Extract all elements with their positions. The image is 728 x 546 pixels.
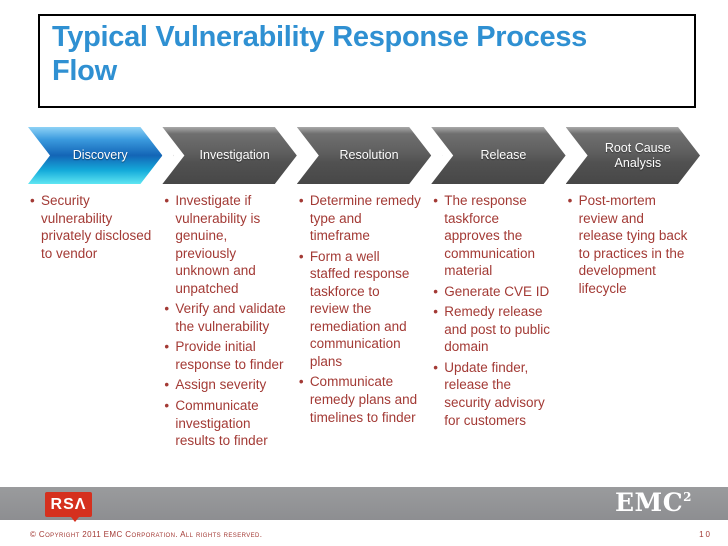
bullet-item: Investigate if vulnerability is genuine,… bbox=[164, 192, 287, 297]
bullet-item: Verify and validate the vulnerability bbox=[164, 300, 287, 335]
bullet-item: Generate CVE ID bbox=[433, 283, 556, 301]
bullet-list: Investigate if vulnerability is genuine,… bbox=[164, 192, 287, 450]
chevron-arrow-shape: Resolution bbox=[297, 127, 431, 184]
page-number: 10 bbox=[699, 530, 712, 539]
bullet-list: Determine remedy type and timeframeForm … bbox=[299, 192, 422, 426]
footer-bar: RSΛ EMC2 bbox=[0, 487, 728, 522]
bullet-item: Communicate remedy plans and timelines t… bbox=[299, 373, 422, 426]
bullet-item: Provide initial response to finder bbox=[164, 338, 287, 373]
bullets-root-cause-analysis: Post-mortem review and release tying bac… bbox=[566, 192, 700, 453]
stage-investigation: Investigation bbox=[151, 127, 296, 184]
stage-resolution: Resolution bbox=[285, 127, 431, 184]
chevron-arrow-shape: Discovery bbox=[28, 127, 162, 184]
rsa-logo-text: RSΛ bbox=[50, 495, 87, 513]
stage-release: Release bbox=[420, 127, 565, 184]
chevron-arrow-shape: Root Cause Analysis bbox=[566, 127, 700, 184]
bullet-item: Communicate investigation results to fin… bbox=[164, 397, 287, 450]
bullets-release: The response taskforce approves the comm… bbox=[431, 192, 565, 453]
process-flow: Discovery Investigation Resolution Relea… bbox=[17, 127, 700, 184]
stage-label: Release bbox=[480, 148, 527, 163]
stage-label: Root Cause Analysis bbox=[604, 141, 671, 170]
bullet-list: Security vulnerability privately disclos… bbox=[30, 192, 153, 262]
stage-label: Investigation bbox=[199, 148, 270, 163]
copyright-text: © Copyright 2011 EMC Corporation. All ri… bbox=[30, 530, 263, 539]
bullet-item: Form a well staffed response taskforce t… bbox=[299, 248, 422, 371]
bullets-investigation: Investigate if vulnerability is genuine,… bbox=[162, 192, 296, 453]
bullet-list: Post-mortem review and release tying bac… bbox=[568, 192, 691, 297]
bullet-item: Remedy release and post to public domain bbox=[433, 303, 556, 356]
emc-logo: EMC2 bbox=[615, 488, 692, 517]
stage-bullet-columns: Security vulnerability privately disclos… bbox=[28, 192, 700, 453]
page-title: Typical Vulnerability Response Process F… bbox=[52, 21, 587, 88]
bullet-item: Security vulnerability privately disclos… bbox=[30, 192, 153, 262]
stage-label: Discovery bbox=[72, 148, 128, 163]
bullet-list: The response taskforce approves the comm… bbox=[433, 192, 556, 429]
chevron-arrow-shape: Release bbox=[431, 127, 565, 184]
stage-root-cause-analysis: Root Cause Analysis bbox=[554, 127, 700, 184]
bullet-item: Assign severity bbox=[164, 376, 287, 394]
bullet-item: The response taskforce approves the comm… bbox=[433, 192, 556, 280]
emc-logo-text: EMC bbox=[615, 488, 684, 517]
emc-logo-superscript: 2 bbox=[683, 490, 692, 504]
bullet-item: Post-mortem review and release tying bac… bbox=[568, 192, 691, 297]
stage-label: Resolution bbox=[339, 148, 399, 163]
chevron-arrow-shape: Investigation bbox=[162, 127, 296, 184]
bullet-item: Determine remedy type and timeframe bbox=[299, 192, 422, 245]
bullets-resolution: Determine remedy type and timeframeForm … bbox=[297, 192, 431, 453]
title-box: Typical Vulnerability Response Process F… bbox=[38, 14, 696, 108]
bullet-item: Update finder, release the security advi… bbox=[433, 359, 556, 429]
bullets-discovery: Security vulnerability privately disclos… bbox=[28, 192, 162, 453]
rsa-logo: RSΛ bbox=[45, 492, 92, 522]
stage-discovery: Discovery bbox=[17, 127, 162, 184]
